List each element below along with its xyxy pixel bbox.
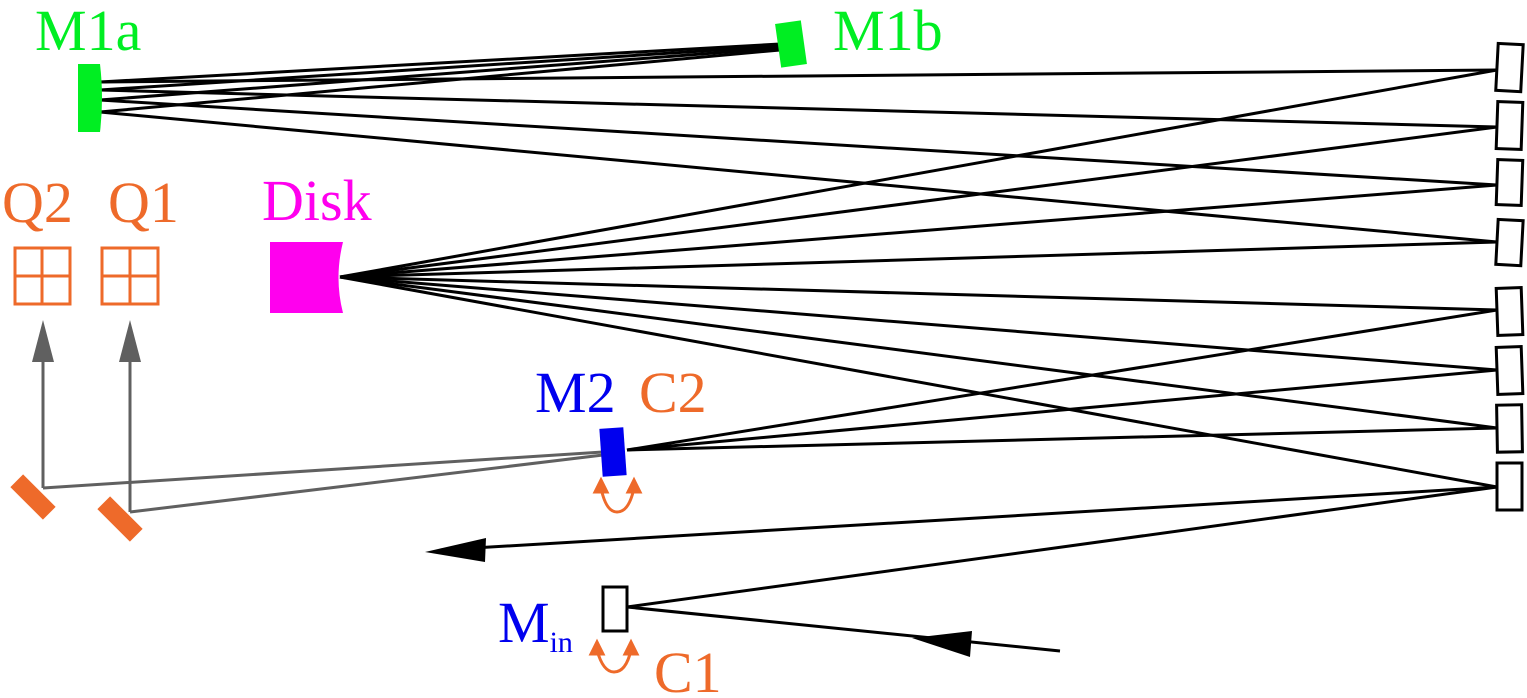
pickoff-mirror-q2 [10,474,56,520]
label-disk: Disk [262,168,372,233]
beam-m1a-right [99,110,1498,244]
right-mirror [1495,403,1524,454]
q2-up-arrowhead-icon [32,320,54,362]
right-mirror [1494,217,1525,268]
right-mirror [1494,158,1525,207]
right-mirror [1494,286,1525,337]
beam-disk-right [339,183,1498,279]
beam-disk-right [339,68,1498,279]
beam-disk-right [339,275,1498,312]
beam-paths [99,42,1498,653]
right-mirror-column [1494,41,1525,512]
mirror-m1b [775,20,807,68]
label-m1a: M1a [35,0,141,63]
beam-output [439,485,1498,552]
beam-m1a-m1b [99,42,781,84]
label-c1: C1 [654,640,722,698]
beam-disk-right [339,125,1498,279]
beam-min-right [626,485,1498,609]
beam-disk-right [339,275,1498,372]
beam-m2-right [626,368,1498,452]
pickoff-mirror-q1 [97,496,143,542]
beam-m1a-right [99,88,1498,129]
beam-m2-right [626,308,1498,452]
right-mirror [1495,461,1524,512]
beam-disk-right [339,275,1498,430]
label-m2: M2 [535,360,616,425]
mirror-min [601,585,629,633]
output-arrowhead-icon [425,538,486,562]
disk-element [270,242,343,313]
label-q2: Q2 [2,170,73,235]
right-mirror [1494,345,1525,396]
beam-m1a-m1b [99,46,781,102]
mirror-m2 [599,427,627,477]
input-arrowhead-icon [912,631,972,657]
label-min: Min [498,590,573,659]
label-c2: C2 [639,360,707,425]
beam-m1a-right [99,98,1498,187]
right-mirror [1494,41,1525,94]
q1-quadrant-detector-icon [100,246,160,306]
beam-m1a-m1b [99,44,781,92]
label-m1b: M1b [833,0,943,63]
q1-up-arrowhead-icon [119,320,141,362]
feedback-line [42,450,604,490]
beam-input [626,605,1061,653]
beam-m2-right [626,426,1498,452]
feedback-paths [41,358,604,514]
label-min-main: M [498,590,550,655]
beam-m1a-right [99,68,1498,84]
mirror-m1a [78,64,102,132]
right-mirror [1494,100,1525,151]
c2-rotation-arrows-icon [592,476,643,514]
feedback-line [129,453,604,514]
beam-m1a-m1b [99,48,781,114]
label-q1: Q1 [108,170,179,235]
c1-rotation-arrows-icon [588,638,640,674]
beam-disk-right [339,240,1498,279]
label-min-subscript: in [550,626,573,659]
q2-quadrant-detector-icon [13,246,72,306]
beam-disk-right [339,275,1498,489]
